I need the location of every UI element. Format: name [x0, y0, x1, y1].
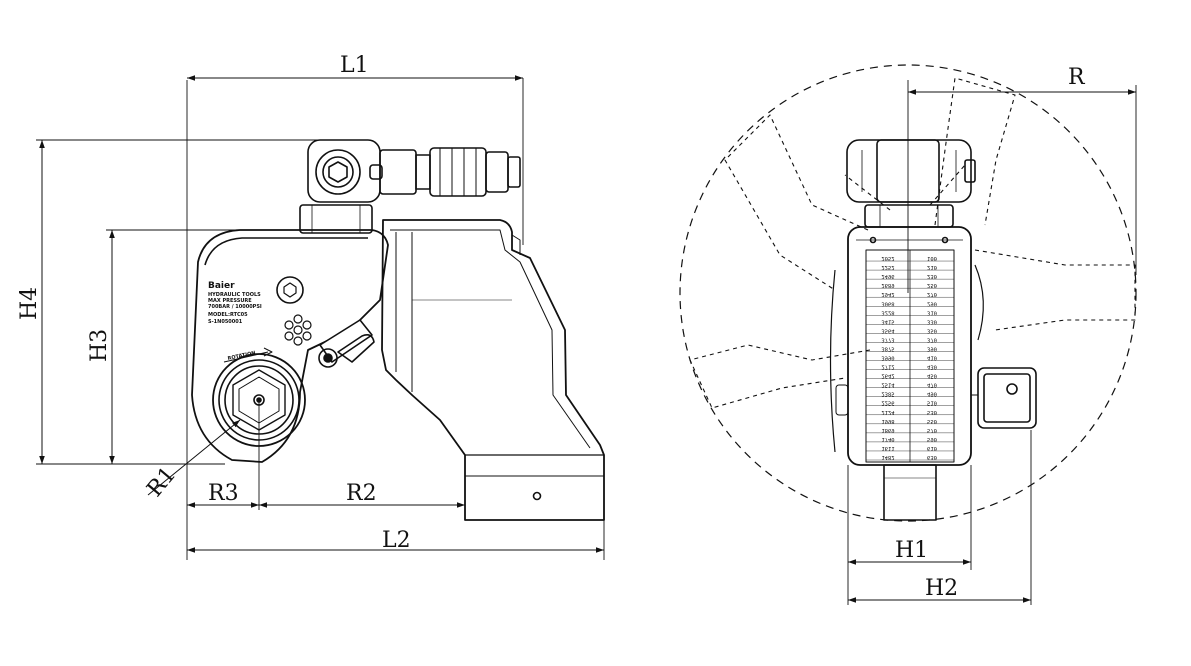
scale-torque-value: 2256 — [881, 400, 894, 406]
scale-torque-value: 3068 — [881, 300, 894, 306]
scale-torque-value: 2124 — [881, 409, 895, 415]
scale-torque-value: 3773 — [881, 336, 894, 342]
label-H1: H1 — [895, 538, 928, 563]
housing-body — [191, 229, 389, 463]
link-pin — [318, 348, 338, 368]
front-view-labels: R H1 H2 — [895, 65, 1086, 601]
dimension-lines — [39, 75, 604, 553]
scale-torque-value: 2052 — [881, 255, 894, 261]
scale-torque-value: 2252 — [881, 264, 894, 270]
side-view: Baier HYDRAULIC TOOLS MAX PRESSURE 700BA… — [36, 75, 605, 560]
scale-pressure-value: 430 — [927, 364, 937, 370]
scale-torque-value: 1998 — [881, 418, 894, 424]
scale-pressure-value: 470 — [927, 382, 937, 388]
label-R2: R2 — [346, 481, 377, 506]
nameplate: Baier HYDRAULIC TOOLS MAX PRESSURE 700BA… — [208, 281, 262, 362]
label-L2: L2 — [382, 528, 411, 553]
svg-text:700BAR / 10000PSI: 700BAR / 10000PSI — [208, 304, 262, 310]
scale-torque-value: 1869 — [881, 427, 894, 433]
arm-screw — [532, 491, 542, 501]
scale-torque-value: 2942 — [881, 291, 894, 297]
housing-inner-line — [204, 237, 368, 266]
scale-torque-value: 3564 — [881, 327, 895, 333]
scale-pressure-value: 510 — [927, 400, 937, 406]
swivel-nut — [315, 149, 361, 195]
reaction-arm-block — [381, 219, 605, 521]
extension-lines — [36, 78, 605, 560]
scale-pressure-value: 370 — [927, 336, 937, 342]
scale-pressure-value: 390 — [927, 345, 937, 351]
scale-torque-value: 2689 — [881, 282, 894, 288]
scale-pressure-value: 610 — [927, 445, 937, 451]
coupler — [429, 147, 487, 197]
front-swivel — [846, 139, 972, 203]
svg-text:S-1N050001: S-1N050001 — [208, 319, 243, 325]
scale-pressure-value: 230 — [927, 273, 937, 279]
scale-pressure-value: 290 — [927, 300, 937, 306]
label-R3: R3 — [208, 481, 239, 506]
scale-torque-value: 2496 — [881, 273, 894, 279]
scale-pressure-value: 590 — [927, 436, 937, 442]
scale-pressure-value: 270 — [927, 291, 937, 297]
scale-pressure-value: 450 — [927, 373, 937, 379]
scale-pressure-value: 490 — [927, 391, 937, 397]
scale-rows: 2052 100 2252 210 2496 230 2689 250 2942 270 3068 2… — [866, 255, 954, 461]
arm-positions-dashed — [689, 77, 1136, 409]
front-mount — [864, 204, 954, 228]
drive-socket — [212, 353, 306, 447]
scale-pressure-value: 530 — [927, 409, 937, 415]
scale-torque-value: 2514 — [881, 382, 895, 388]
square-drive — [883, 464, 937, 521]
scale-pressure-value: 210 — [927, 264, 937, 270]
scale-torque-value: 3875 — [881, 345, 894, 351]
scale-torque-value: 1740 — [881, 436, 894, 442]
scale-torque-value: 2642 — [881, 373, 894, 379]
label-H4: H4 — [17, 287, 42, 320]
scale-pressure-value: 410 — [927, 355, 937, 361]
label-L1: L1 — [340, 53, 369, 78]
scale-torque-value: 3415 — [881, 318, 894, 324]
front-dimension-lines — [848, 89, 1136, 603]
scale-pressure-value: 630 — [927, 454, 937, 460]
scale-torque-value: 3228 — [881, 309, 894, 315]
scale-pressure-value: 570 — [927, 427, 937, 433]
port-cluster — [284, 314, 312, 346]
svg-text:MAX PRESSURE: MAX PRESSURE — [208, 298, 252, 304]
label-R1: R1 — [142, 462, 181, 501]
scale-torque-value: 1482 — [881, 454, 894, 460]
scale-torque-value: 3990 — [881, 355, 894, 361]
scale-torque-value: 2712 — [881, 364, 894, 370]
scale-torque-value: 1611 — [881, 445, 894, 451]
label-H2: H2 — [925, 576, 958, 601]
front-view: 2052 100 2252 210 2496 230 2689 250 2942 270 3068 2… — [679, 64, 1137, 605]
svg-text:ROTATION: ROTATION — [227, 350, 256, 362]
scale-pressure-value: 100 — [927, 255, 937, 261]
label-R: R — [1068, 65, 1086, 90]
cylinder-mount — [299, 204, 373, 234]
hose-adapter — [379, 149, 417, 195]
scale-pressure-value: 330 — [927, 318, 937, 324]
svg-text:MODEL:RTC05: MODEL:RTC05 — [208, 312, 248, 318]
scale-pressure-value: 550 — [927, 418, 937, 424]
side-drive — [977, 367, 1037, 429]
swing-circle — [679, 64, 1137, 522]
label-H3: H3 — [87, 329, 112, 362]
svg-text:HYDRAULIC TOOLS: HYDRAULIC TOOLS — [208, 292, 261, 298]
scale-pressure-value: 250 — [927, 282, 937, 288]
scale-torque-value: 2385 — [881, 391, 894, 397]
scale-pressure-value: 350 — [927, 327, 937, 333]
scale-pressure-value: 310 — [927, 309, 937, 315]
cap-screw — [276, 276, 304, 304]
front-extension-lines — [847, 80, 1137, 605]
nameplate-brand: Baier — [208, 281, 235, 291]
